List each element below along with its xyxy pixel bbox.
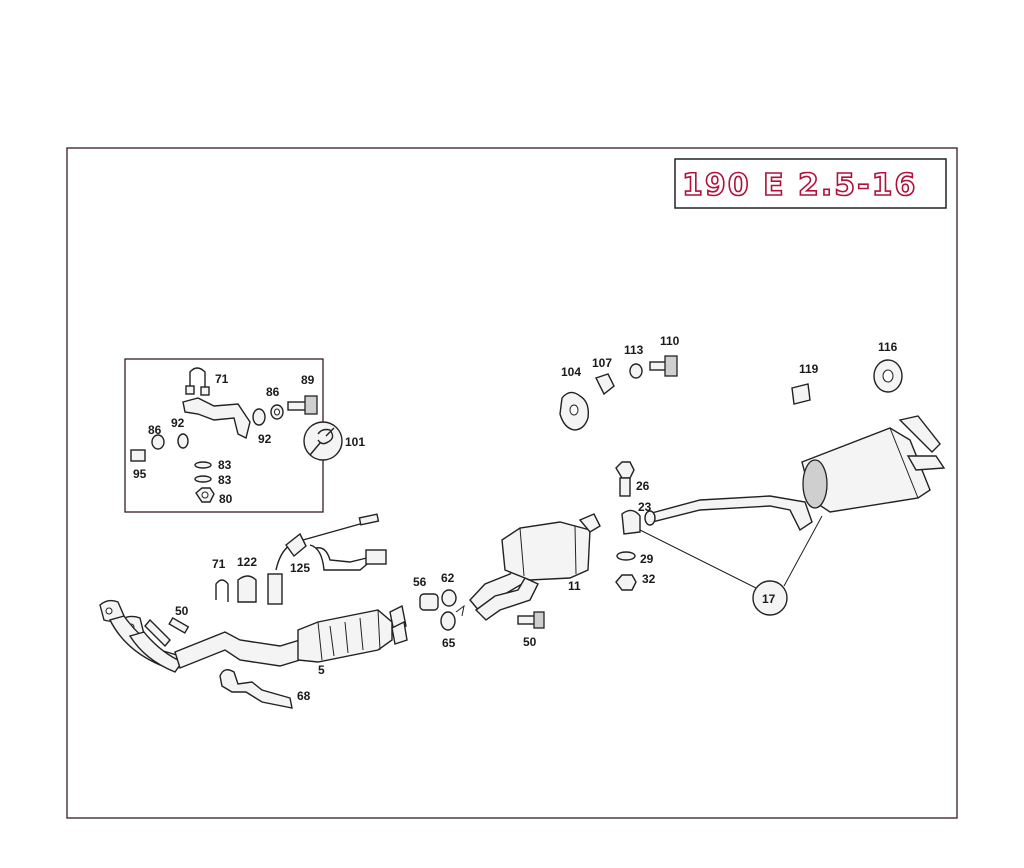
callout-56: 56 xyxy=(413,575,427,589)
callout-101: 101 xyxy=(345,435,365,449)
callout-92a: 92 xyxy=(171,416,185,430)
callout-122: 122 xyxy=(237,555,257,569)
callout-119: 119 xyxy=(799,362,819,376)
callout-17: 17 xyxy=(762,592,776,606)
callout-83a: 83 xyxy=(218,458,232,472)
callout-65: 65 xyxy=(442,636,456,650)
callout-labels: 5 11 17 23 26 29 32 50 50 56 62 65 68 71… xyxy=(133,334,898,703)
callout-110: 110 xyxy=(660,334,680,348)
callout-17-marker xyxy=(639,515,823,616)
callout-83b: 83 xyxy=(218,473,232,487)
callout-68: 68 xyxy=(297,689,311,703)
callout-92b: 92 xyxy=(258,432,272,446)
callout-80: 80 xyxy=(219,492,233,506)
callout-71a: 71 xyxy=(215,372,229,386)
model-badge: 190 E 2.5-16 xyxy=(674,158,947,209)
callout-50a: 50 xyxy=(175,604,189,618)
callout-71b: 71 xyxy=(212,557,226,571)
rear-section xyxy=(615,415,946,591)
callout-104: 104 xyxy=(561,365,581,379)
callout-89: 89 xyxy=(301,373,315,387)
callout-86b: 86 xyxy=(148,423,162,437)
callout-5: 5 xyxy=(318,663,325,677)
callout-26: 26 xyxy=(636,479,650,493)
front-pipe-and-catalyst xyxy=(99,599,408,709)
callout-50b: 50 xyxy=(523,635,537,649)
callout-107: 107 xyxy=(592,356,612,370)
diagram-frame xyxy=(66,147,958,819)
callout-86a: 86 xyxy=(266,385,280,399)
callout-125: 125 xyxy=(290,561,310,575)
upper-parts xyxy=(559,355,903,431)
callout-113: 113 xyxy=(624,343,644,357)
callout-32: 32 xyxy=(642,572,656,586)
model-badge-text: 190 E 2.5-16 xyxy=(682,168,917,203)
inset-parts xyxy=(130,367,343,503)
callout-11: 11 xyxy=(568,579,581,593)
oxygen-sensor-harness xyxy=(215,513,387,605)
middle-section xyxy=(419,513,601,631)
callout-29: 29 xyxy=(640,552,654,566)
callout-23: 23 xyxy=(638,500,652,514)
callout-116: 116 xyxy=(878,340,898,354)
callout-95: 95 xyxy=(133,467,147,481)
callout-62: 62 xyxy=(441,571,455,585)
